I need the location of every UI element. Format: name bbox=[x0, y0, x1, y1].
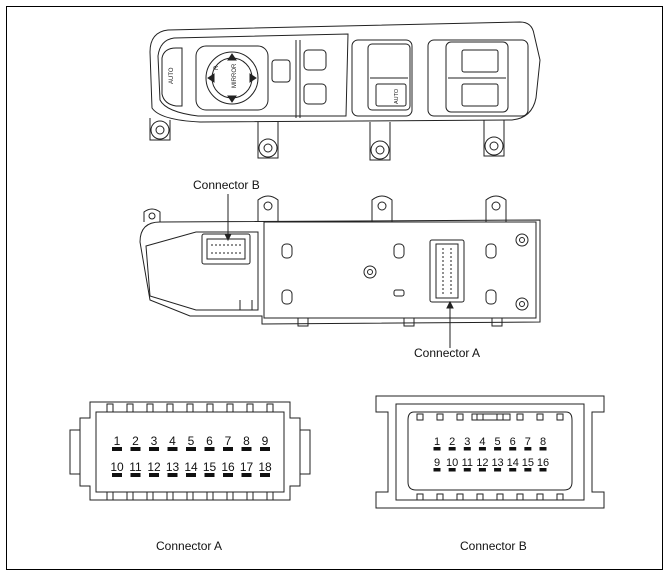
connector-b-pin-label: 2 bbox=[449, 436, 455, 448]
connector-a-pin-label: 9 bbox=[262, 434, 269, 448]
connector-a-pin-label: 4 bbox=[169, 434, 176, 448]
switch-assembly-top-view: AUTO R MIRROR AUTO bbox=[149, 21, 541, 161]
connector-a-pin-label: 16 bbox=[221, 460, 235, 474]
connector-a-pin-contact bbox=[204, 473, 215, 477]
diagram-frame bbox=[6, 6, 663, 570]
connector-b-pin-label: 8 bbox=[540, 436, 546, 448]
auto-left-text: AUTO bbox=[169, 67, 175, 84]
connector-a-pin-contact bbox=[130, 447, 141, 451]
connector-a-pin-contact bbox=[204, 447, 215, 451]
connector-b-pin-label: 5 bbox=[495, 436, 501, 448]
connector-a-pin-label: 7 bbox=[225, 434, 232, 448]
connector-b-pin-contact bbox=[494, 447, 502, 451]
connector-b-pin-contact bbox=[478, 468, 486, 472]
connector-a-caption: Connector A bbox=[156, 539, 223, 553]
connector-a-pin-label: 8 bbox=[243, 434, 250, 448]
connector-a-pin-contact bbox=[186, 447, 196, 451]
connector-b-pin-contact bbox=[478, 447, 486, 451]
connector-a-pin-label: 3 bbox=[151, 434, 158, 448]
connector-a-pin-contact bbox=[149, 447, 159, 451]
connector-a-pin-label: 10 bbox=[110, 460, 124, 474]
connector-a-pin-contact bbox=[241, 473, 252, 477]
connector-b-pin-contact bbox=[463, 447, 471, 451]
connector-a-pin-label: 5 bbox=[188, 434, 195, 448]
connector-a-label-mid: Connector A bbox=[414, 346, 481, 360]
r-mark-text: R bbox=[214, 65, 220, 70]
connector-b-pin-contact bbox=[494, 468, 502, 472]
connector-b-pin-label: 14 bbox=[507, 457, 519, 469]
connector-b-pin-contact bbox=[448, 468, 456, 472]
connector-b-pin-contact bbox=[433, 447, 441, 451]
connector-b-pin-contact bbox=[524, 447, 532, 451]
connector-b-pin-contact bbox=[509, 468, 517, 472]
connector-b-pin-label: 10 bbox=[446, 457, 458, 469]
connector-a-pin-label: 12 bbox=[147, 460, 161, 474]
connector-a-pin-label: 1 bbox=[114, 434, 121, 448]
connector-b-caption: Connector B bbox=[460, 539, 527, 553]
connector-b-face bbox=[375, 395, 605, 509]
connector-a-pin-contact bbox=[223, 473, 233, 477]
auto-right-text: AUTO bbox=[394, 88, 400, 104]
connector-a-pin-contact bbox=[241, 447, 252, 451]
connector-a-pin-label: 11 bbox=[129, 460, 142, 474]
connector-a-pin-label: 14 bbox=[184, 460, 198, 474]
connector-a-pin-label: 17 bbox=[240, 460, 254, 474]
connector-b-pin-label: 1 bbox=[434, 436, 440, 448]
connector-b-pin-label: 12 bbox=[476, 457, 488, 469]
connector-a-pin-contact bbox=[167, 447, 178, 451]
connector-a-pin-contact bbox=[167, 473, 178, 477]
connector-b-pin-label: 3 bbox=[464, 436, 470, 448]
connector-a-pin-contact bbox=[112, 473, 122, 477]
connector-b-pin-contact bbox=[524, 468, 532, 472]
connector-b-pin-contact bbox=[509, 447, 517, 451]
connector-b-pin-label: 15 bbox=[522, 457, 534, 469]
connector-a-pin-label: 2 bbox=[132, 434, 139, 448]
connector-b-pin-label: 9 bbox=[434, 457, 440, 469]
connector-a-face bbox=[69, 401, 311, 501]
switch-assembly-bottom-view bbox=[139, 194, 541, 348]
mirror-knob-text: MIRROR bbox=[232, 63, 238, 88]
connector-b-pin-label: 16 bbox=[537, 457, 549, 469]
connector-b-pin-contact bbox=[463, 468, 471, 472]
connector-a-pin-label: 6 bbox=[206, 434, 213, 448]
connector-b-pin-contact bbox=[433, 468, 441, 472]
connector-b-pin-label: 13 bbox=[491, 457, 503, 469]
connector-a-pin-contact bbox=[260, 473, 270, 477]
connector-a-pin-label: 18 bbox=[258, 460, 272, 474]
connector-a-pin-contact bbox=[130, 473, 141, 477]
connector-a-pin-label: 13 bbox=[166, 460, 180, 474]
connector-a-pin-label: 15 bbox=[203, 460, 217, 474]
connector-b-pin-label: 11 bbox=[462, 457, 473, 469]
connector-a-pin-contact bbox=[112, 447, 122, 451]
connector-b-pin-contact bbox=[539, 447, 547, 451]
connector-a-pin-contact bbox=[260, 447, 270, 451]
connector-b-pin-label: 7 bbox=[525, 436, 531, 448]
connector-b-label-top: Connector B bbox=[193, 178, 260, 192]
connector-a-pin-contact bbox=[223, 447, 233, 451]
connector-b-pin-contact bbox=[539, 468, 547, 472]
connector-a-pin-contact bbox=[186, 473, 196, 477]
connector-b-pin-label: 4 bbox=[479, 436, 485, 448]
connector-a-pin-contact bbox=[149, 473, 159, 477]
connector-b-pin-label: 6 bbox=[510, 436, 516, 448]
connector-b-pin-contact bbox=[448, 447, 456, 451]
